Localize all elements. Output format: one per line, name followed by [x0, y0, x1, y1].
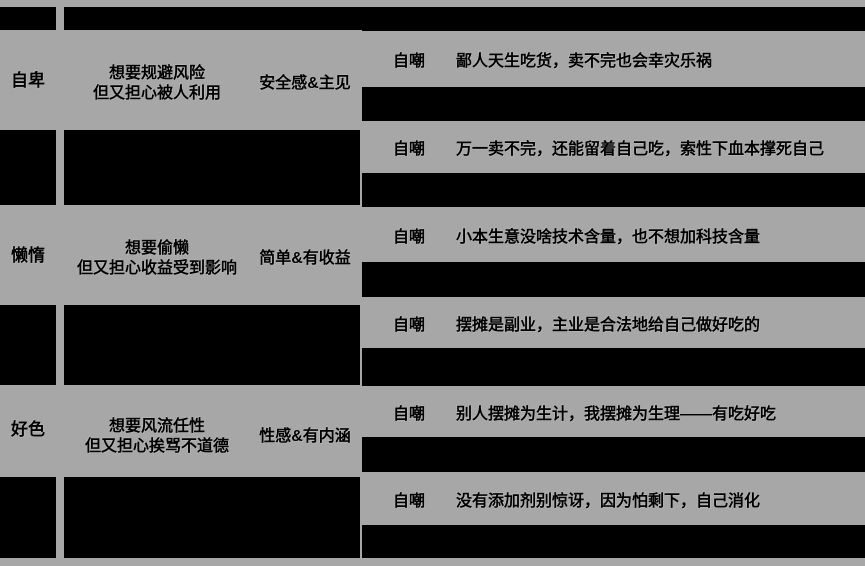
- section-motivation: 想要规避风险 但又担心被人利用: [64, 64, 250, 104]
- motivation-line: 想要偷懒: [124, 240, 189, 257]
- redacted-block: [0, 477, 56, 558]
- section-value: 安全感&主见: [259, 75, 351, 92]
- motivation-line: 但又担心收益受到影响: [76, 260, 237, 277]
- motivation-line: 但又担心被人利用: [92, 85, 221, 102]
- redacted-block: [64, 130, 360, 205]
- quote-tag: 自嘲: [393, 316, 426, 334]
- section-label: 懒惰: [11, 246, 45, 265]
- redacted-block: [64, 477, 360, 558]
- section-value: 性感&有内涵: [259, 428, 351, 445]
- motivation-line: 但又担心挨骂不道德: [84, 438, 229, 455]
- redacted-block: [0, 130, 56, 205]
- quote-tag: 自嘲: [393, 141, 426, 158]
- redacted-block-header: [64, 7, 865, 30]
- quote-row: 自嘲 没有添加剂别惊讶，因为怕剩下，自己消化: [360, 472, 865, 525]
- quote-row: 自嘲 摆摊是副业，主业是合法地给自己做好吃的: [360, 297, 865, 348]
- redacted-block-header-left: [0, 7, 56, 30]
- quote-row: 自嘲 小本生意没啥技术含量，也不想加科技含量: [360, 207, 865, 262]
- section-label: 自卑: [11, 71, 45, 90]
- motivation-line: 想要规避风险: [108, 65, 205, 82]
- section-motivation: 想要偷懒 但又担心收益受到影响: [64, 239, 250, 279]
- quote-row: 自嘲 别人摆摊为生计，我摆摊为生理——有吃好吃: [360, 386, 865, 437]
- redacted-column-right: [362, 30, 865, 558]
- redacted-block: [64, 305, 360, 385]
- section-value: 简单&有收益: [259, 250, 351, 267]
- quote-tag: 自嘲: [393, 53, 426, 70]
- quote-text: 没有添加剂别惊讶，因为怕剩下，自己消化: [456, 492, 761, 510]
- quote-row: 自嘲 鄙人天生吃货，卖不完也会幸灾乐祸: [360, 31, 865, 87]
- motivation-line: 想要风流任性: [108, 418, 205, 435]
- quote-text: 万一卖不完，还能留着自己吃，索性下血本撑死自己: [456, 141, 825, 158]
- section-motivation: 想要风流任性 但又担心挨骂不道德: [64, 417, 250, 457]
- redacted-block: [0, 305, 56, 385]
- quote-row: 自嘲 万一卖不完，还能留着自己吃，索性下血本撑死自己: [360, 121, 865, 173]
- quote-tag: 自嘲: [393, 405, 426, 423]
- quote-tag: 自嘲: [393, 492, 426, 510]
- section-label: 好色: [11, 420, 45, 439]
- quote-text: 摆摊是副业，主业是合法地给自己做好吃的: [456, 316, 761, 334]
- quote-text: 小本生意没啥技术含量，也不想加科技含量: [456, 228, 761, 246]
- quote-text: 别人摆摊为生计，我摆摊为生理——有吃好吃: [456, 405, 777, 423]
- quote-tag: 自嘲: [393, 228, 426, 246]
- quote-text: 鄙人天生吃货，卖不完也会幸灾乐祸: [456, 53, 713, 70]
